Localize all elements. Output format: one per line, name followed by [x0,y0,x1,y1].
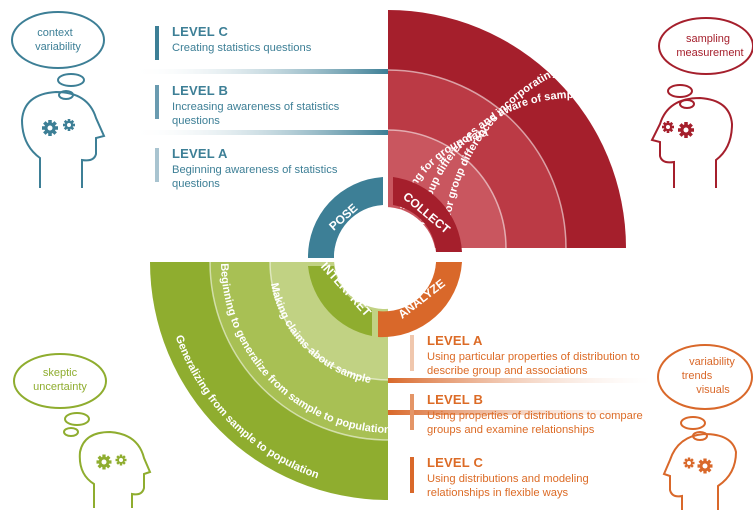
cycle-pose-segment [307,177,383,258]
thinker-top-right [650,17,753,188]
level-description: Using distributions and modeling relatio… [427,473,589,499]
thought-word: context [37,27,72,39]
head-gears-icon [662,432,738,510]
level-description: Beginning awareness of statistics questi… [172,164,338,190]
thought-word: skeptic [43,367,78,379]
thinker-bottom-right [657,344,753,510]
interpret-quadrant [150,261,389,500]
level-marker [155,148,159,182]
level-marker [155,26,159,60]
cycle-interpret-segment [308,266,372,336]
thought-word: variability [689,356,735,368]
thought-word: measurement [676,47,743,59]
level-title: LEVEL B [427,392,484,407]
thought-bubble [11,11,105,69]
level-title: LEVEL A [172,146,228,161]
thought-word: uncertainty [33,381,87,393]
head-gears-icon [78,430,152,508]
thinker-bottom-left [13,353,152,508]
pose-level-c: LEVEL C Creating statistics questions [155,24,380,64]
analyze-level-divider [388,378,650,383]
pose-level-divider [130,69,388,74]
thought-word: trends [682,370,713,382]
thought-bubble [658,17,753,75]
thought-word: variability [35,41,81,53]
level-title: LEVEL B [172,83,229,98]
cycle-analyze-segment [378,262,462,338]
level-description: Using particular properties of distribut… [427,351,640,377]
level-title: LEVEL C [427,455,484,470]
thought-word: sampling [686,33,730,45]
collect-arc-inner [388,130,506,248]
pose-level-a: LEVEL A Beginning awareness of statistic… [155,146,380,192]
level-description: Using properties of distributions to com… [427,410,643,436]
level-marker [155,85,159,119]
thought-bubble [657,344,753,410]
analyze-level-c: LEVEL C Using distributions and modeling… [410,455,670,499]
level-marker [410,394,414,430]
level-marker [410,457,414,493]
level-description: Increasing awareness of statistics quest… [172,101,340,127]
analyze-level-b: LEVEL B Using properties of distribution… [410,392,680,436]
analyze-level-divider [388,410,650,415]
analyze-level-a: LEVEL A Using particular properties of d… [410,333,670,377]
cycle-ring: POSE COLLECT ANALYZE INTERPRET [307,177,462,338]
cycle-collect-segment [393,177,462,252]
level-description: Creating statistics questions [172,42,312,54]
head-gears-icon [20,90,106,188]
thought-word: visuals [696,384,730,396]
level-title: LEVEL C [172,24,229,39]
thought-bubble [13,353,107,409]
level-title: LEVEL A [427,333,483,348]
pose-level-b: LEVEL B Increasing awareness of statisti… [155,83,380,129]
thinker-top-left [11,11,106,188]
level-marker [410,335,414,371]
head-gears-icon [650,96,734,188]
pose-level-divider [130,130,388,135]
